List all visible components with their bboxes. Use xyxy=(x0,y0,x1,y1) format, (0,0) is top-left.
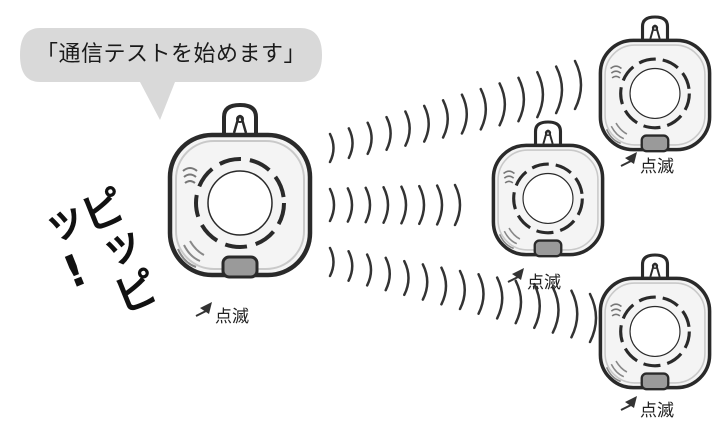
test-button-led xyxy=(533,239,563,258)
sound-wave-arc xyxy=(384,256,391,292)
speaker-icon xyxy=(503,170,515,184)
sound-wave-arc xyxy=(421,263,429,301)
sound-wave-arc xyxy=(365,253,373,287)
hanger-loop-icon xyxy=(533,120,563,149)
blink-indicator-icon xyxy=(507,268,524,283)
sound-wave-arc xyxy=(435,184,444,226)
sound-wave-arc xyxy=(551,286,560,334)
sound-wave-arc xyxy=(588,292,598,344)
sound-wave-arc xyxy=(400,185,408,225)
sound-wave-arc xyxy=(533,282,541,330)
sound-wave-arc xyxy=(347,127,354,160)
speech-bubble xyxy=(20,28,322,120)
smoke-detector-remote-unit-middle xyxy=(491,120,605,258)
hanger-loop-icon xyxy=(222,102,258,139)
blink-waves-icon xyxy=(605,360,628,383)
sound-wave-arc xyxy=(403,259,410,297)
detector-center xyxy=(207,170,273,236)
hanger-loop-icon xyxy=(640,253,670,282)
detector-center xyxy=(522,172,574,224)
blink-indicator-icon xyxy=(620,396,637,411)
sound-wave-arc xyxy=(479,87,488,131)
remote-middle-blink-label: 点滅 xyxy=(527,273,561,293)
sound-wave-arc xyxy=(385,115,392,152)
detector-vent-ring xyxy=(194,157,286,249)
sound-wave-arc xyxy=(364,186,372,224)
smoke-detector-remote-unit-bottom xyxy=(598,253,712,391)
detector-center xyxy=(629,305,681,357)
sound-wave-arc xyxy=(498,82,507,127)
speaker-icon xyxy=(610,65,622,79)
sound-wave-arc xyxy=(514,279,523,325)
sound-wave-arc xyxy=(422,104,430,143)
blink-waves-icon xyxy=(605,122,628,145)
sound-wave-arc xyxy=(404,110,411,147)
test-button-led xyxy=(640,372,670,391)
sound-wave-arc xyxy=(328,132,335,164)
sound-wave-arc xyxy=(382,186,390,224)
blink-indicator-icon xyxy=(620,152,637,167)
blink-waves-icon xyxy=(498,227,521,250)
speaker-icon xyxy=(610,303,622,317)
sound-wave-arc xyxy=(453,183,462,227)
sound-wave-arc xyxy=(477,273,485,315)
smoke-detector-remote-unit-top xyxy=(598,15,712,153)
blink-indicator-icon xyxy=(195,302,212,317)
sound-wave-arc xyxy=(536,70,545,119)
remote-bottom-blink-label: 点滅 xyxy=(640,401,674,421)
speech-bubble-text: 「通信テストを始めます」 xyxy=(36,42,307,67)
detector-center xyxy=(629,67,681,119)
detector-vent-ring xyxy=(619,295,691,368)
sound-wave-arc xyxy=(573,59,583,111)
sound-wave-arc xyxy=(366,121,373,156)
sound-wave-arc xyxy=(440,266,448,306)
sound-wave-arc xyxy=(418,184,426,226)
detector-vent-ring xyxy=(512,162,584,235)
sound-wave-arc xyxy=(347,250,354,282)
sound-wave-arc xyxy=(441,99,449,139)
sound-wave-arc xyxy=(328,187,336,223)
speaker-icon xyxy=(182,167,198,184)
test-button-led xyxy=(640,134,670,153)
sound-waves xyxy=(328,59,598,344)
sound-wave-arc xyxy=(458,269,466,311)
sound-wave-arc xyxy=(460,93,469,135)
sound-wave-arc xyxy=(517,76,526,123)
remote-top-blink-label: 点滅 xyxy=(640,157,674,177)
smoke-detector-main-unit xyxy=(167,102,313,279)
blink-waves-icon xyxy=(177,240,205,268)
detector-vent-ring xyxy=(619,57,691,130)
sound-wave-arc xyxy=(346,187,354,223)
test-button-led xyxy=(221,255,259,279)
main-unit-blink-label: 点滅 xyxy=(215,307,249,327)
sound-wave-arc xyxy=(328,246,335,278)
sound-wave-arc xyxy=(495,276,504,320)
sound-wave-arc xyxy=(554,65,564,115)
sound-wave-arc xyxy=(570,289,579,339)
hanger-loop-icon xyxy=(640,15,670,44)
